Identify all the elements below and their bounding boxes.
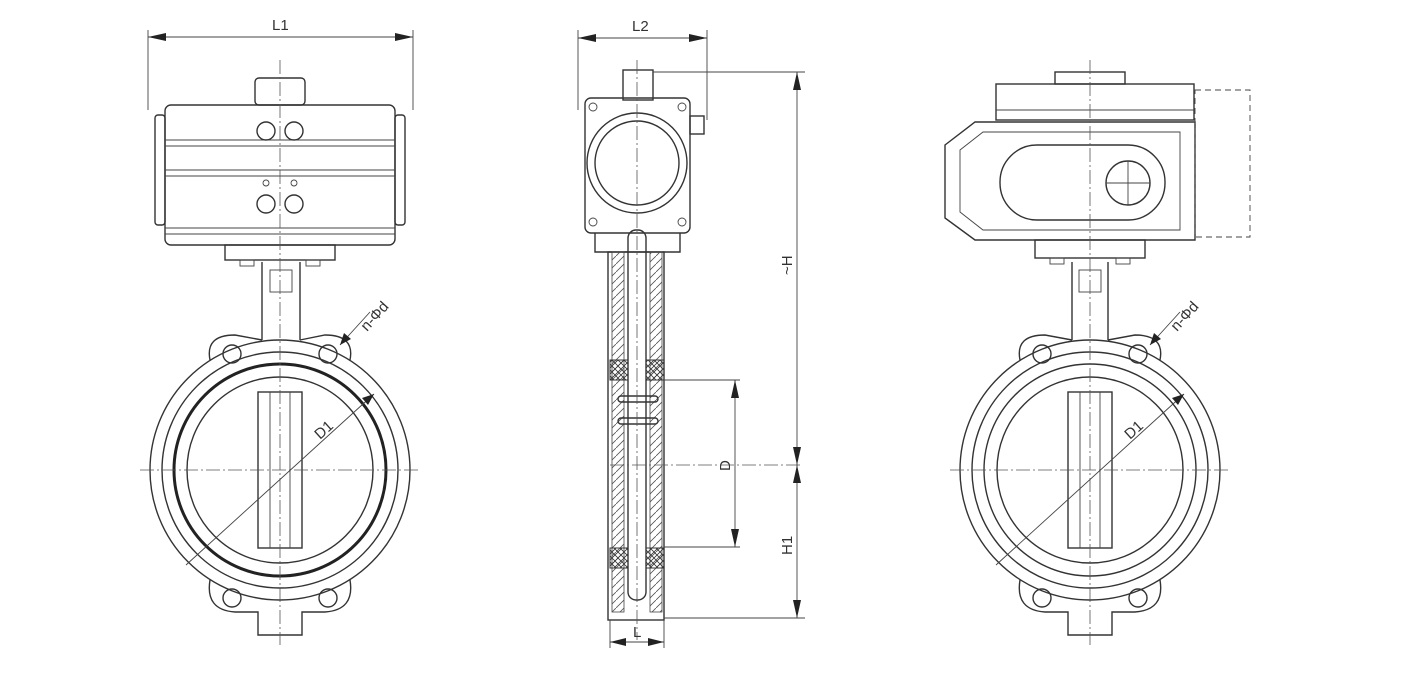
d-dimension [664,379,740,548]
d1-label-left: D1 [311,418,337,443]
l1-dimension [147,30,414,110]
l2-dimension [577,30,708,120]
bolt-hole-label-right: n-Φd [1167,298,1202,334]
d1-label-right: D1 [1121,418,1147,443]
l2-label: L2 [632,18,649,35]
d-label: D [717,460,734,471]
h-dimension [653,71,805,619]
side-view [584,60,800,640]
l-dimension [609,620,665,648]
l-label: L [633,624,641,641]
electric-actuator-view [944,71,1251,265]
bolt-hole-label-left: n-Φd [357,298,392,334]
h-label: ~H [779,255,796,275]
right-valve-body [950,60,1230,645]
left-valve-body [140,60,420,645]
l1-label: L1 [272,17,289,34]
h1-label: H1 [779,536,796,555]
